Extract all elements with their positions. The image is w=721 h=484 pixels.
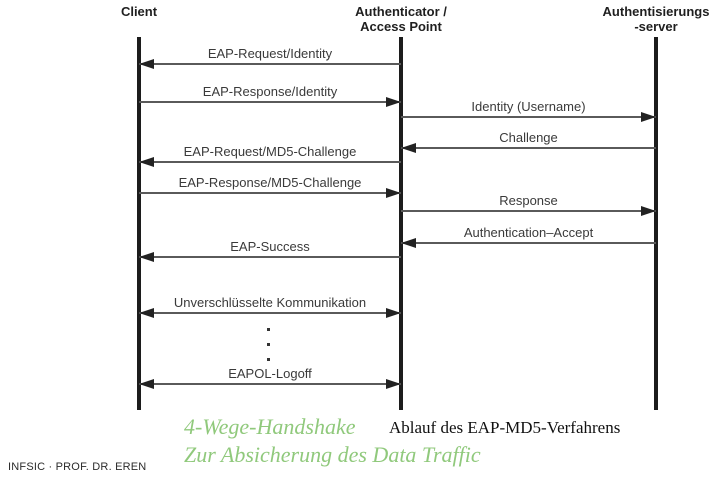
arrowhead-right-icon — [641, 112, 656, 122]
figure-caption: Ablauf des EAP-MD5-Verfahrens — [389, 418, 621, 437]
message-label: Response — [499, 193, 558, 208]
arrowhead-left-icon — [139, 59, 154, 69]
arrowhead-left-icon — [139, 379, 154, 389]
message-label: Authentication–Accept — [463, 225, 594, 240]
message-line — [401, 147, 656, 149]
arrowhead-right-icon — [386, 379, 401, 389]
lifeline-authenticator — [399, 37, 403, 410]
message-line — [401, 210, 656, 212]
actor-label-client: Client — [120, 4, 158, 19]
handshake-note-line1: 4-Wege-Handshake — [184, 414, 356, 439]
message-label: EAP-Success — [230, 239, 310, 254]
message-line — [139, 256, 401, 258]
message-label: EAP-Request/MD5-Challenge — [183, 144, 357, 159]
arrowhead-right-icon — [386, 97, 401, 107]
message-line — [139, 161, 401, 163]
actor-label-authenticator: Authenticator / Access Point — [355, 4, 447, 34]
handshake-note-line2: Zur Absicherung des Data Traffic — [184, 442, 481, 467]
message-label: EAP-Request/Identity — [207, 46, 333, 61]
ellipsis-dot — [267, 358, 270, 361]
message-label: EAPOL-Logoff — [228, 366, 312, 381]
message-line — [139, 312, 401, 314]
message-line — [139, 192, 401, 194]
message-line — [401, 116, 656, 118]
arrowhead-left-icon — [139, 157, 154, 167]
message-line — [139, 63, 401, 65]
arrowhead-left-icon — [139, 308, 154, 318]
message-line — [139, 383, 401, 385]
actor-label-auth-server: Authentisierungs -server — [602, 4, 710, 34]
arrowhead-right-icon — [641, 206, 656, 216]
footer-credit: INFSIC · PROF. DR. EREN — [8, 461, 147, 473]
handshake-note: 4-Wege-Handshake Zur Absicherung des Dat… — [184, 413, 481, 469]
ellipsis-dot — [267, 328, 270, 331]
message-label: Identity (Username) — [471, 99, 586, 114]
message-line — [401, 242, 656, 244]
message-label: Challenge — [499, 130, 558, 145]
arrowhead-right-icon — [386, 188, 401, 198]
ellipsis-dot — [267, 343, 270, 346]
message-label: EAP-Response/Identity — [202, 84, 338, 99]
message-label: EAP-Response/MD5-Challenge — [178, 175, 362, 190]
arrowhead-left-icon — [401, 238, 416, 248]
message-label: Unverschlüsselte Kommunikation — [173, 295, 367, 310]
message-line — [139, 101, 401, 103]
arrowhead-left-icon — [139, 252, 154, 262]
arrowhead-right-icon — [386, 308, 401, 318]
arrowhead-left-icon — [401, 143, 416, 153]
lifeline-client — [137, 37, 141, 410]
lifeline-auth-server — [654, 37, 658, 410]
